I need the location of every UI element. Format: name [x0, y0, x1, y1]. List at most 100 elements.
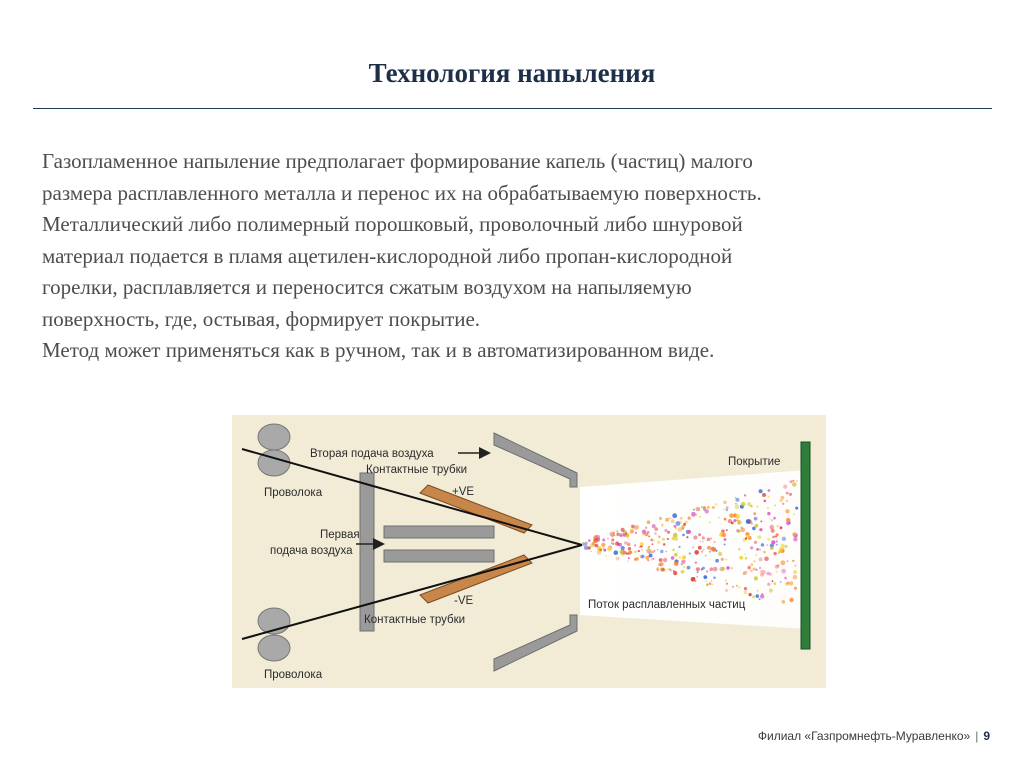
spray-particle	[619, 532, 624, 538]
spray-particle	[723, 508, 726, 511]
spray-particle	[732, 585, 734, 588]
spray-particle	[735, 584, 738, 587]
spray-particle	[626, 533, 630, 537]
spray-particle	[607, 546, 612, 552]
spray-particle	[668, 568, 671, 571]
body-line: горелки, расплавляется и переносится сжа…	[42, 275, 692, 299]
spray-particle	[635, 557, 640, 561]
spray-particle	[738, 586, 741, 589]
spray-particle	[691, 511, 696, 517]
spray-particle	[672, 533, 678, 538]
spray-particle	[684, 520, 688, 524]
spray-particle	[760, 543, 765, 547]
spray-particle	[758, 548, 761, 551]
spray-particle	[697, 545, 702, 550]
spray-particle	[661, 523, 664, 526]
title-underline	[33, 108, 992, 109]
spray-particle	[644, 526, 648, 529]
spray-particle	[767, 489, 771, 492]
spray-particle	[705, 580, 708, 583]
spray-particle	[662, 557, 668, 563]
spray-particle	[627, 557, 630, 560]
label-first-air-1: Первая	[320, 529, 360, 541]
spray-particle	[650, 558, 653, 561]
spray-particle	[659, 561, 664, 567]
spray-particle	[735, 503, 737, 505]
body-line: материал подается в пламя ацетилен-кисло…	[42, 243, 733, 268]
spray-particle	[743, 590, 748, 594]
spray-diagram: Вторая подача воздуха Контактные трубки …	[232, 415, 826, 688]
spray-particle	[752, 526, 756, 531]
body-line: Метод может применяться как в ручном, та…	[42, 338, 715, 362]
spray-particle	[591, 541, 596, 546]
spray-particle	[725, 558, 728, 561]
spray-particle	[654, 527, 658, 531]
spray-particle	[713, 541, 716, 544]
spray-particle	[686, 536, 689, 539]
spray-particle	[724, 588, 729, 592]
spray-particle	[708, 521, 711, 524]
substrate-plate	[800, 441, 811, 650]
spray-particle	[602, 538, 606, 542]
spray-particle	[710, 537, 712, 540]
spray-particle	[667, 530, 671, 534]
label-wire-top: Проволока	[264, 487, 323, 499]
spray-particle	[781, 568, 786, 574]
spray-particle	[771, 540, 776, 545]
spray-particle	[762, 493, 766, 497]
spray-particle	[770, 546, 774, 550]
spray-particle	[755, 594, 760, 598]
spray-particle	[611, 542, 613, 544]
spray-particle	[785, 499, 789, 503]
spray-particle	[733, 519, 737, 523]
spray-particle	[706, 570, 709, 573]
spray-particle	[683, 522, 687, 526]
spray-particle	[696, 575, 699, 578]
spray-particle	[726, 566, 730, 570]
spray-particle	[694, 561, 698, 564]
spray-particle	[678, 556, 682, 560]
spray-particle	[715, 558, 719, 563]
spray-particle	[628, 553, 631, 555]
spray-particle	[673, 561, 679, 566]
spray-particle	[729, 513, 734, 518]
spray-particle	[648, 553, 653, 558]
spray-particle	[767, 582, 771, 586]
spray-particle	[713, 576, 716, 579]
body-line: Газопламенное напыление предполагает фор…	[42, 149, 753, 173]
spray-particle	[692, 546, 695, 549]
spray-particle	[706, 537, 711, 542]
spray-particle	[750, 563, 754, 566]
spray-particle	[701, 566, 705, 570]
spray-particle	[760, 594, 765, 599]
spray-particle	[651, 543, 654, 546]
nozzle-plate	[359, 472, 375, 632]
spray-particle	[648, 535, 651, 538]
spray-particle	[653, 549, 656, 552]
spray-particle	[647, 545, 651, 549]
spray-particle	[721, 529, 725, 533]
spray-particle	[602, 547, 605, 550]
spray-particle	[766, 571, 771, 576]
spray-particle	[701, 536, 705, 540]
spray-particle	[786, 521, 790, 526]
spray-particle	[701, 550, 704, 553]
spray-particle	[796, 480, 798, 482]
spray-particle	[661, 537, 665, 541]
spray-particle	[747, 502, 752, 507]
spray-particle	[627, 543, 630, 547]
spray-particle	[656, 548, 659, 551]
spray-particle	[634, 558, 637, 561]
spray-particle	[792, 559, 795, 563]
spray-particle	[682, 533, 685, 537]
spray-particle	[744, 557, 748, 560]
spray-particle	[702, 548, 705, 551]
spray-particle	[690, 577, 696, 582]
spray-particle	[766, 507, 770, 510]
spray-particle	[687, 516, 691, 520]
spray-particle	[752, 595, 756, 599]
spray-particle	[633, 544, 637, 547]
spray-particle	[718, 516, 720, 519]
spray-particle	[782, 546, 785, 548]
spray-particle	[605, 555, 608, 557]
